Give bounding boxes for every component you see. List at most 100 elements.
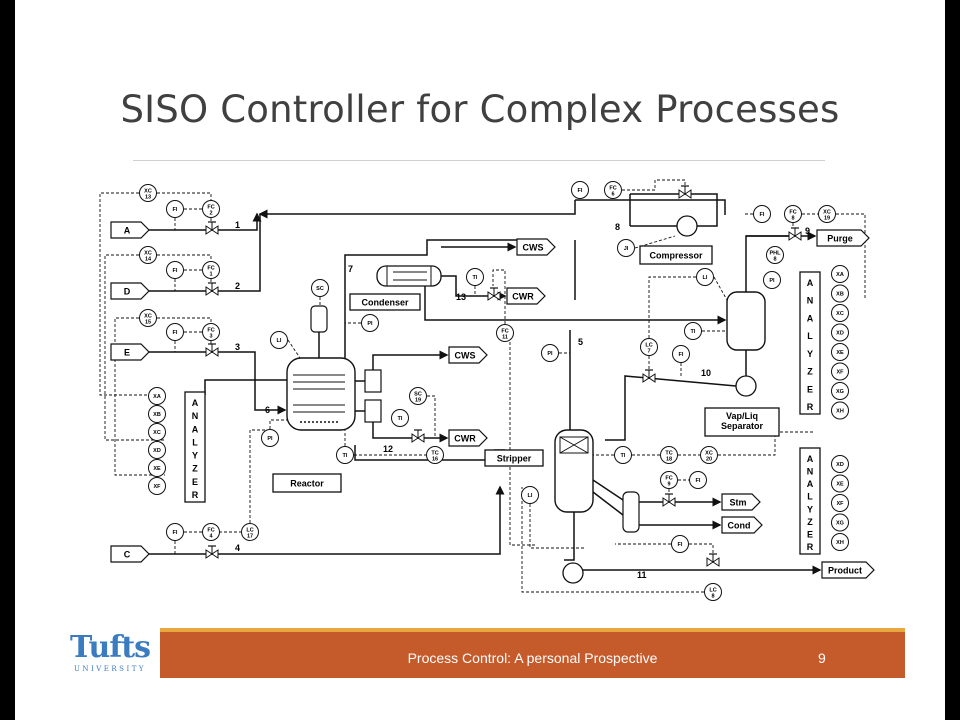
st-ti-bubble — [614, 446, 632, 464]
xc13-tag-num: 13 — [145, 195, 151, 201]
r-pi-tag: PI — [367, 321, 373, 327]
analyzer-1-letter: A — [192, 424, 199, 434]
tc16-tag: TC — [431, 451, 438, 457]
separator-label-text: Separator — [721, 421, 764, 431]
cwr-condenser-flag-text: CWR — [512, 292, 534, 302]
fc4-tag: FC — [207, 528, 214, 534]
analyzer-1-letter: N — [192, 411, 199, 421]
analyzer-1 — [184, 391, 206, 503]
sep-li-bubble — [696, 268, 714, 286]
stream-number: 7 — [348, 264, 353, 274]
an1-xc-tag: XC — [153, 430, 161, 436]
an2-xa-tag: XA — [836, 272, 844, 278]
an1-xb-bubble — [148, 405, 166, 423]
reactor-agitator-motor — [310, 305, 328, 333]
an2-xd-tag: XD — [836, 331, 844, 337]
xc13-tag: XC — [144, 189, 152, 195]
analyzer-2-letter: Z — [807, 367, 813, 377]
pr-fi-tag: FI — [678, 542, 683, 548]
sc19-tag-num: 19 — [415, 398, 421, 404]
an1-xf-tag: XF — [153, 484, 161, 490]
lc17-tag: LC — [246, 528, 253, 534]
analyzer-1-letter: R — [192, 490, 199, 500]
fc6-tag: FC — [609, 186, 616, 192]
fc9-tag-num: 9 — [667, 482, 670, 488]
tc18-tag-num: 18 — [666, 457, 672, 463]
fc3-tag: FC — [207, 328, 214, 334]
feed-e-line — [149, 351, 287, 415]
separator-pump — [735, 375, 757, 397]
stream-number: 13 — [456, 292, 466, 302]
slide-title: SISO Controller for Complex Processes — [120, 88, 840, 131]
analyzer-3-letter: R — [807, 542, 814, 552]
fc2-tag: FC — [207, 205, 214, 211]
xc15-tag-num: 15 — [145, 320, 151, 326]
pu-fi-tag: FI — [760, 212, 765, 218]
analyzer-2-letter: E — [807, 384, 813, 394]
cond-ti-tag: TI — [473, 275, 478, 281]
stream-number: 4 — [235, 543, 240, 553]
fc11-tag: FC — [501, 329, 508, 335]
xc19-tag-num: 19 — [824, 216, 830, 222]
stripper-label-text: Stripper — [497, 454, 532, 464]
process-line — [630, 193, 718, 205]
analyzer-3-letter: Z — [807, 517, 813, 527]
feed-d-text: D — [124, 287, 131, 297]
process-line — [592, 491, 624, 516]
d-fi-tag: FI — [173, 268, 178, 274]
compressor-label — [639, 245, 713, 265]
tc18-bubble — [660, 446, 678, 464]
analyzer-3-letter: A — [807, 479, 814, 489]
lc8-tag: LC — [709, 588, 716, 594]
analyzer-1-letter: Z — [192, 464, 198, 474]
lc17-bubble — [241, 523, 259, 541]
an2-xa-bubble — [831, 265, 849, 283]
xc19-bubble — [818, 205, 836, 223]
r-pi2-bubble — [261, 429, 279, 447]
stream-number: 12 — [383, 444, 393, 454]
page-number: 9 — [818, 650, 826, 666]
condenser-out — [441, 275, 507, 301]
stream-number: 8 — [615, 222, 620, 232]
signal-line — [157, 317, 212, 323]
to-separator — [424, 286, 727, 325]
c-fi-bubble — [166, 523, 184, 541]
analyzer-1-letter: Y — [192, 451, 198, 461]
st-pi-bubble — [541, 344, 559, 362]
st-li-tag: LI — [528, 493, 533, 499]
xc20-tag-num: 20 — [706, 457, 712, 463]
fc4-tag-num: 4 — [209, 534, 213, 540]
sc19-bubble — [409, 387, 427, 405]
analyzer-3-letter: E — [807, 529, 813, 539]
st-li-bubble — [521, 486, 539, 504]
xc20-tag: XC — [705, 451, 713, 457]
pu-pi-tag: PI — [769, 278, 775, 284]
r-ti3-bubble — [391, 409, 409, 427]
lc8-tag-num: 8 — [711, 594, 714, 600]
analyzer-1-letter: A — [192, 398, 199, 408]
signal-line — [509, 342, 535, 546]
signal-line — [114, 317, 165, 476]
fc2-tag-num: 2 — [209, 211, 212, 217]
reactor-cooler-top — [364, 369, 382, 393]
footer-accent-line — [160, 628, 905, 632]
stripper-label — [484, 449, 544, 467]
signal-line — [718, 431, 815, 456]
purge-flag-text: Purge — [827, 234, 853, 244]
fc3-tag-num: 3 — [209, 334, 212, 340]
an1-xc-bubble — [148, 423, 166, 441]
separator-label — [704, 407, 780, 437]
xc20-bubble — [700, 446, 718, 464]
an3-xg-bubble — [831, 513, 849, 532]
signal-line — [648, 276, 696, 338]
analyzer-2-letter: R — [807, 402, 814, 412]
an1-xd-tag: XD — [153, 448, 161, 454]
feed-c-text: C — [124, 550, 131, 560]
analyzer-2-letter: A — [807, 278, 814, 288]
r-li-tag: LI — [277, 338, 282, 344]
an1-xa-tag: XA — [153, 394, 161, 400]
phl8-tag-num: 8 — [773, 257, 776, 263]
reactor-vessel — [286, 357, 356, 431]
analyzer-3-letter: Y — [807, 504, 813, 514]
sep-fi-tag: FI — [679, 352, 684, 358]
